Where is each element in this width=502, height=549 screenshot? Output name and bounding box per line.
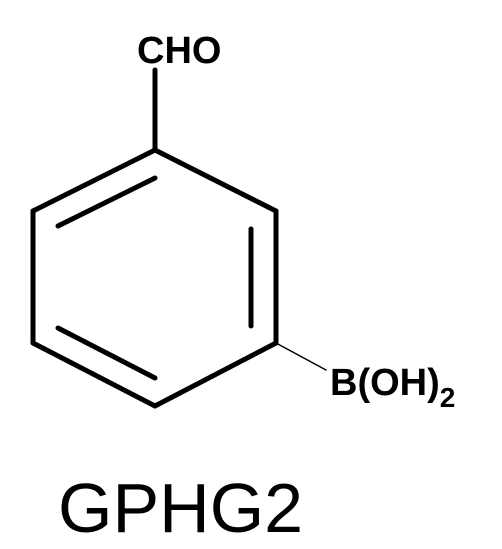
ring-bond-bottom-right — [152, 340, 279, 409]
cho-label: CHO — [137, 30, 221, 72]
double-bond-inner-top-left — [55, 175, 158, 229]
boronic-acid-main: B(OH) — [330, 362, 440, 404]
benzene-ring — [30, 147, 279, 409]
boronic-acid-subscript: 2 — [440, 382, 456, 413]
compound-name: GPHG2 — [58, 469, 303, 547]
ring-bond-top-left — [30, 147, 158, 214]
double-bond-inner-bottom-left — [55, 325, 158, 381]
ring-bond-bottom-left — [30, 340, 158, 409]
boronic-acid-label: B(OH)2 — [330, 362, 455, 413]
boronic-acid-bond — [275, 342, 327, 371]
aromatic-double-bonds — [55, 175, 254, 381]
ring-bond-top-right — [152, 147, 279, 214]
